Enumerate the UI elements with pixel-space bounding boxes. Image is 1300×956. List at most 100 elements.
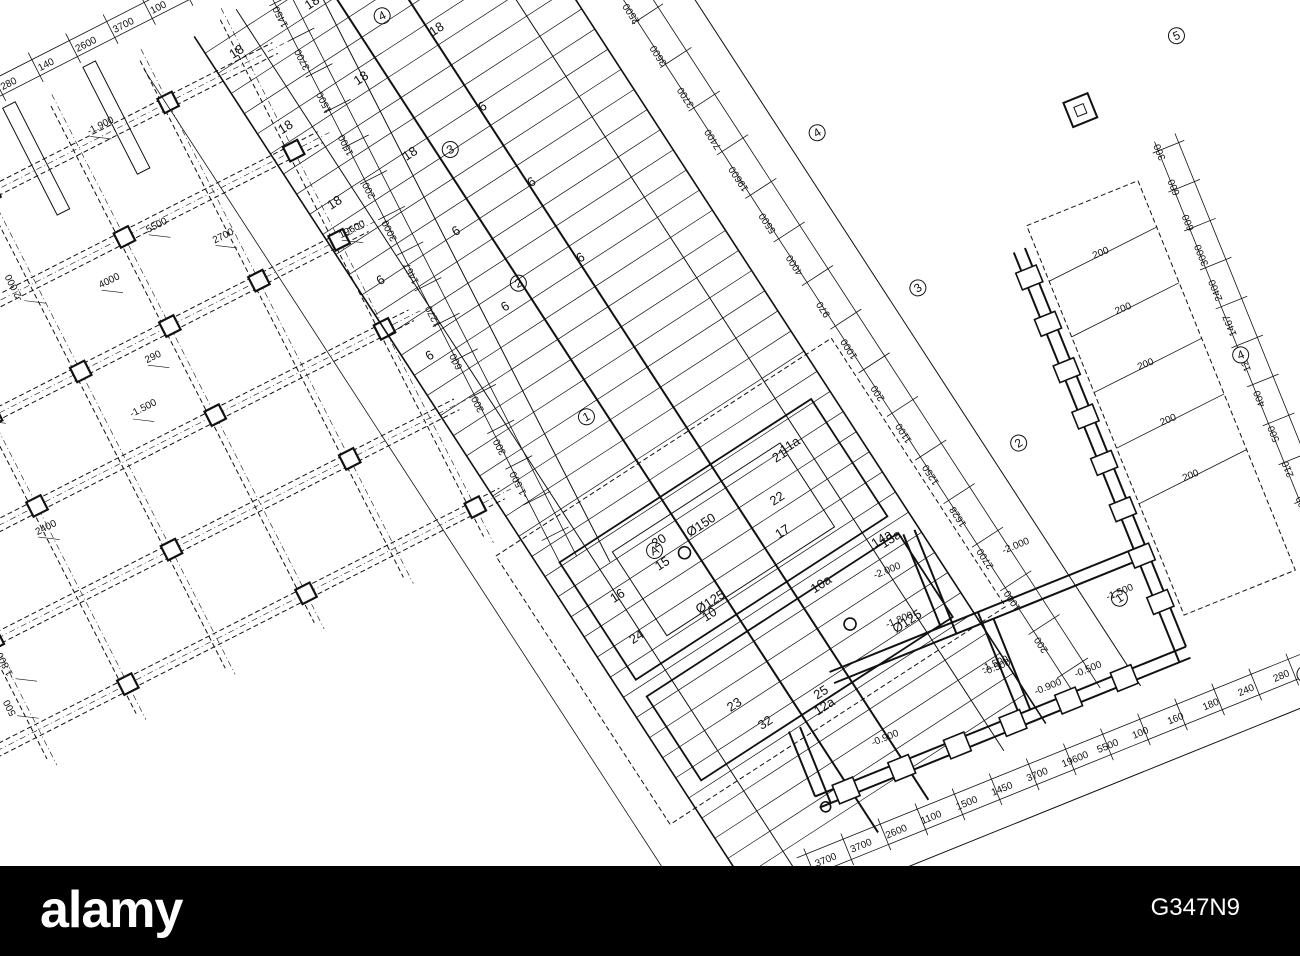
dimension-label: 970 bbox=[814, 299, 833, 319]
room-number-label: 21 bbox=[769, 445, 789, 465]
axis-marker bbox=[1296, 665, 1300, 683]
drawing-line bbox=[479, 290, 765, 477]
drawing-line bbox=[335, 69, 622, 255]
drawing-rect bbox=[337, 446, 362, 472]
drawing-line bbox=[583, 451, 870, 638]
drawing-line bbox=[0, 241, 48, 760]
dimension-label: 5500 bbox=[757, 210, 779, 235]
room-number-label: 6 bbox=[498, 298, 512, 315]
drawing-line bbox=[915, 439, 947, 461]
drawing-line bbox=[0, 0, 283, 253]
drawing-rect bbox=[1052, 356, 1082, 384]
room-number-label: 22 bbox=[767, 488, 787, 508]
drawing-line bbox=[487, 419, 515, 434]
drawing-line bbox=[623, 511, 909, 698]
dimension-label: 2400 bbox=[1207, 277, 1226, 302]
dimension-label: 200 bbox=[1136, 356, 1156, 373]
dimension-label: 19600 bbox=[1060, 749, 1090, 770]
dimension-label: 160 bbox=[1166, 711, 1186, 728]
drawing-rect bbox=[68, 359, 93, 384]
drawing-line bbox=[0, 131, 318, 391]
drawing-line bbox=[815, 663, 1300, 866]
room-number-label: Ø150 bbox=[683, 510, 718, 540]
drawing-rect bbox=[246, 268, 272, 293]
stock-footer-bar: alamy G347N9 bbox=[0, 866, 1300, 956]
drawing-line bbox=[296, 8, 582, 195]
room-number-label: 18 bbox=[275, 117, 295, 137]
drawing-line bbox=[799, 726, 832, 804]
room-number-label: 32 bbox=[755, 712, 775, 732]
drawing-rect bbox=[0, 180, 3, 206]
dimension-label: 3700 bbox=[1025, 766, 1050, 785]
drawing-line bbox=[305, 63, 333, 78]
drawing-line bbox=[914, 803, 929, 836]
room-number-label: 6 bbox=[475, 98, 489, 115]
dimension-label: 210 bbox=[1280, 459, 1297, 479]
drawing-line bbox=[727, 672, 1014, 859]
drawing-line bbox=[840, 833, 854, 866]
dimension-label: 19600 bbox=[727, 164, 752, 194]
dimension-label: 2500 bbox=[621, 1, 643, 26]
drawing-line bbox=[531, 370, 818, 557]
drawing-rect bbox=[645, 531, 955, 782]
drawing-line bbox=[1152, 140, 1185, 154]
drawing-line bbox=[287, 27, 315, 42]
dimension-label: 290 bbox=[1294, 494, 1300, 514]
dimension-label: -1.900 bbox=[86, 114, 117, 137]
dimension-label: 280 bbox=[1272, 668, 1292, 685]
sheet-right-foundation: 200200200200200-1.500-0.500-0.500-0.900-… bbox=[787, 27, 1300, 866]
blueprint-drawing: 1500150012004002002009001402801402600370… bbox=[0, 0, 1300, 866]
drawing-line bbox=[1093, 337, 1202, 393]
drawing-rect bbox=[112, 224, 137, 250]
drawing-line bbox=[1023, 247, 1187, 648]
drawing-line bbox=[233, 0, 562, 565]
drawing-line bbox=[902, 533, 942, 628]
drawing-line bbox=[1028, 614, 1060, 635]
dimension-label: 300 bbox=[491, 437, 509, 457]
drawing-rect bbox=[82, 60, 151, 175]
dimension-label: 3700 bbox=[849, 837, 874, 856]
drawing-rect bbox=[1014, 263, 1044, 291]
drawing-line bbox=[322, 48, 609, 235]
drawing-line bbox=[0, 498, 506, 759]
drawing-line bbox=[787, 731, 817, 797]
drawing-line bbox=[1137, 713, 1151, 746]
drawing-line bbox=[283, 0, 569, 175]
drawing-line bbox=[1285, 653, 1300, 686]
drawing-rect bbox=[611, 442, 836, 637]
room-number-label: 18 bbox=[351, 68, 371, 88]
drawing-line bbox=[1215, 295, 1248, 310]
drawing-line bbox=[1071, 282, 1180, 338]
drawing-line bbox=[148, 234, 171, 238]
drawing-line bbox=[1174, 698, 1188, 731]
drawing-line bbox=[0, 185, 147, 720]
drawing-rect bbox=[558, 397, 889, 681]
drawing-rect bbox=[1127, 542, 1157, 570]
drawing-line bbox=[1048, 226, 1157, 282]
drawing-line bbox=[0, 52, 279, 313]
drawing-line bbox=[215, 245, 238, 249]
dimension-label: -2.000 bbox=[3, 272, 26, 303]
drawing-line bbox=[1262, 412, 1295, 427]
drawing-line bbox=[440, 230, 726, 416]
drawing-line bbox=[551, 0, 1141, 687]
drawing-line bbox=[478, 0, 1047, 724]
dimension-label: 1467 bbox=[402, 261, 422, 286]
drawing-rect bbox=[1073, 102, 1088, 118]
dimension-label: 300 bbox=[1152, 142, 1169, 162]
drawing-line bbox=[269, 0, 297, 7]
drawing-line bbox=[231, 0, 517, 94]
drawing-line bbox=[0, 487, 500, 748]
drawing-line bbox=[24, 300, 46, 304]
drawing-line bbox=[50, 105, 315, 624]
drawing-rect bbox=[281, 138, 306, 163]
axis-marker bbox=[808, 124, 826, 142]
axis-label: 4 bbox=[1235, 347, 1247, 363]
drawing-line bbox=[541, 526, 569, 541]
drawing-line bbox=[701, 632, 988, 819]
dimension-label: -1.500 bbox=[128, 397, 159, 420]
dimension-label: 2600 bbox=[884, 823, 909, 842]
room-number-label: 18 bbox=[324, 192, 344, 212]
dimension-label: 100 bbox=[149, 0, 169, 17]
drawing-line bbox=[1116, 393, 1225, 449]
